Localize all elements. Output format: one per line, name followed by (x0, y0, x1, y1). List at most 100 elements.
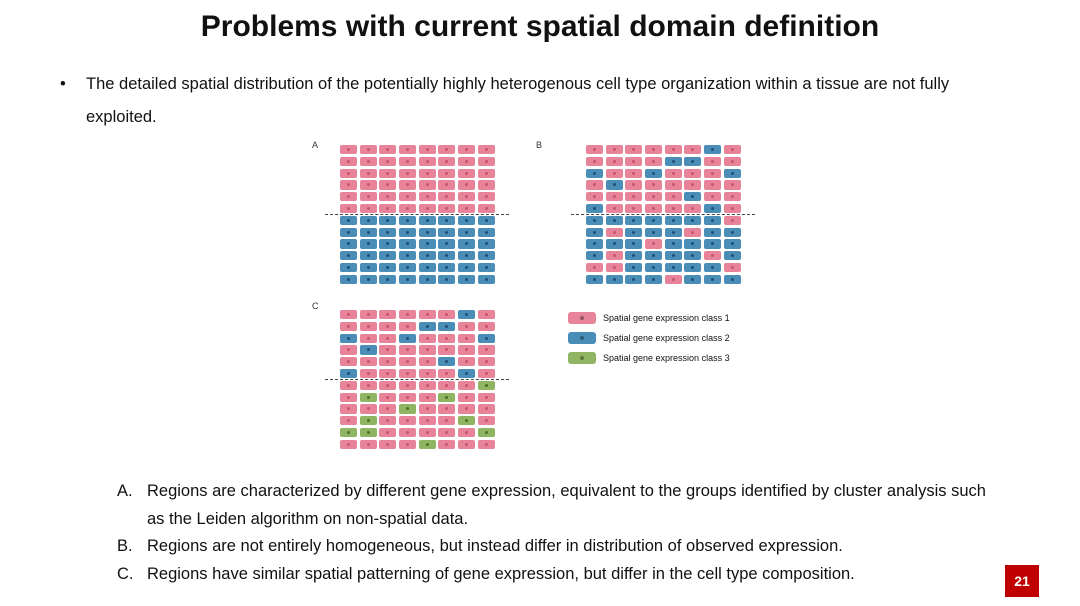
cell-class-1 (379, 333, 397, 343)
cell-class-2 (458, 310, 476, 320)
cell-class-1 (379, 321, 397, 332)
cell-class-2 (684, 239, 702, 249)
cell-class-1 (723, 203, 741, 214)
explanation-list: A. Regions are characterized by different… (117, 478, 997, 588)
panel-label-c: C (312, 301, 319, 311)
cell-class-1 (418, 427, 436, 438)
cell-class-2 (723, 227, 741, 237)
cell-class-1 (458, 439, 476, 450)
legend-swatch (568, 352, 596, 364)
cell-class-1 (625, 168, 643, 178)
cell-class-1 (664, 274, 682, 285)
cell-class-2 (438, 239, 456, 249)
cell-class-2 (399, 251, 417, 261)
cell-class-1 (399, 416, 417, 426)
cell-class-1 (399, 145, 417, 155)
cell-class-2 (379, 215, 397, 226)
cell-class-2 (586, 203, 603, 214)
cell-class-1 (625, 192, 643, 202)
cell-class-1 (684, 180, 702, 190)
cell-class-1 (664, 180, 682, 190)
cell-class-1 (438, 310, 456, 320)
cell-class-1 (684, 203, 702, 214)
cell-class-1 (458, 380, 476, 391)
legend: Spatial gene expression class 1 Spatial … (568, 308, 730, 368)
cell-class-1 (399, 310, 417, 320)
cell-class-2 (458, 262, 476, 273)
cell-class-1 (379, 180, 397, 190)
cell-class-1 (359, 203, 377, 214)
cell-class-1 (379, 203, 397, 214)
cell-class-1 (664, 192, 682, 202)
cell-class-1 (477, 439, 495, 450)
cell-class-2 (418, 239, 436, 249)
cell-class-1 (704, 168, 722, 178)
cell-class-2 (645, 251, 663, 261)
cell-class-1 (379, 192, 397, 202)
cell-class-1 (723, 180, 741, 190)
cell-class-2 (379, 227, 397, 237)
cell-class-1 (723, 192, 741, 202)
cell-class-1 (359, 368, 377, 379)
cell-class-2 (477, 274, 495, 285)
cell-class-2 (477, 262, 495, 273)
cell-class-2 (664, 251, 682, 261)
cell-class-3 (418, 439, 436, 450)
cell-class-2 (586, 215, 603, 226)
cell-class-1 (625, 180, 643, 190)
cell-class-2 (438, 357, 456, 367)
cell-class-2 (359, 345, 377, 355)
cell-class-2 (399, 227, 417, 237)
bullet-marker: • (60, 75, 66, 93)
cell-class-2 (704, 262, 722, 273)
cell-class-1 (586, 180, 603, 190)
cell-class-1 (477, 180, 495, 190)
cell-class-1 (418, 416, 436, 426)
cell-class-2 (645, 168, 663, 178)
cell-class-1 (399, 203, 417, 214)
cell-class-2 (359, 262, 377, 273)
cell-class-1 (399, 345, 417, 355)
list-text: Regions are not entirely homogeneous, bu… (147, 537, 843, 555)
cell-class-1 (399, 180, 417, 190)
cell-class-1 (340, 416, 357, 426)
cell-class-1 (645, 145, 663, 155)
cell-class-1 (399, 380, 417, 391)
cell-class-2 (605, 239, 623, 249)
cell-class-1 (438, 168, 456, 178)
bullet-point: • The detailed spatial distribution of t… (60, 68, 1020, 134)
cell-class-2 (340, 239, 357, 249)
cell-class-1 (645, 180, 663, 190)
cell-class-1 (399, 357, 417, 367)
cell-class-1 (418, 192, 436, 202)
cell-class-1 (723, 262, 741, 273)
cell-class-1 (458, 180, 476, 190)
cell-class-1 (684, 145, 702, 155)
legend-item-class-3: Spatial gene expression class 3 (568, 348, 730, 368)
cell-class-1 (586, 156, 603, 167)
cell-class-1 (723, 156, 741, 167)
cell-class-2 (359, 239, 377, 249)
cell-class-1 (418, 357, 436, 367)
cell-class-1 (418, 380, 436, 391)
cell-class-2 (399, 239, 417, 249)
cell-class-2 (438, 321, 456, 332)
list-marker: A. (117, 482, 133, 500)
cell-class-1 (645, 156, 663, 167)
cell-class-1 (458, 192, 476, 202)
cell-class-2 (645, 215, 663, 226)
cell-class-1 (458, 156, 476, 167)
cell-class-1 (605, 251, 623, 261)
cell-class-2 (359, 251, 377, 261)
cell-class-1 (340, 392, 357, 402)
cell-class-1 (477, 404, 495, 414)
list-item-a: A. Regions are characterized by different… (117, 478, 997, 533)
cell-class-1 (477, 321, 495, 332)
cell-class-1 (359, 180, 377, 190)
cell-class-3 (477, 427, 495, 438)
cell-class-2 (399, 262, 417, 273)
cell-class-2 (458, 368, 476, 379)
cell-class-1 (418, 368, 436, 379)
list-text: Regions are characterized by different g… (147, 482, 986, 528)
cell-class-2 (418, 274, 436, 285)
